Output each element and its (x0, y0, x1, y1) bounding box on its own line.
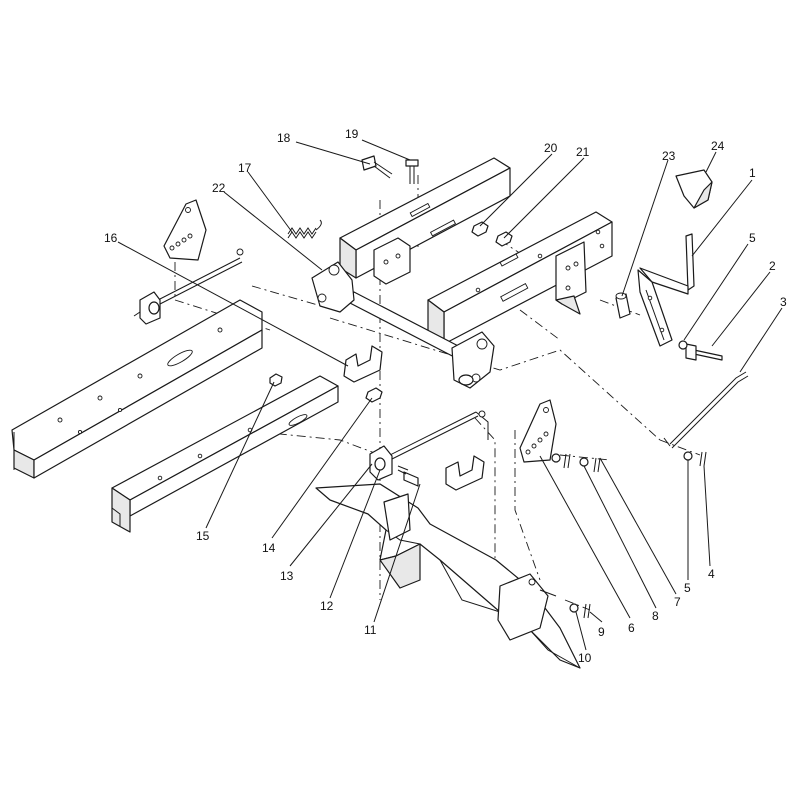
callout-6: 6 (628, 621, 635, 635)
callout-1: 1 (749, 166, 756, 180)
callout-17: 17 (238, 161, 252, 175)
callout-2: 2 (769, 259, 776, 273)
lever-bolt (678, 340, 723, 361)
carriage-bolt (405, 159, 419, 184)
nut-21 (495, 231, 513, 247)
callout-24: 24 (711, 139, 725, 153)
callout-11: 11 (364, 623, 377, 637)
right-bracket-plate (555, 241, 587, 315)
callout-8: 8 (652, 609, 659, 623)
callout-19: 19 (345, 127, 359, 141)
front-support-casting (315, 483, 581, 669)
callout-4: 4 (708, 567, 715, 581)
front-hardware (569, 603, 591, 619)
callout-10: 10 (578, 651, 592, 665)
callout-21: 21 (576, 145, 590, 159)
rod-end-hardware (683, 451, 707, 467)
callout-3: 3 (780, 295, 787, 309)
extension-spring (287, 219, 322, 239)
lift-cross-shaft (311, 261, 495, 389)
nut-14 (365, 387, 383, 403)
callout-20: 20 (544, 141, 558, 155)
upper-center-frame (339, 157, 511, 279)
left-lift-rod (133, 248, 244, 325)
front-lift-rod (379, 410, 489, 465)
lower-frame-rail (111, 375, 339, 533)
callout-13: 13 (280, 569, 294, 583)
leader-lines (117, 139, 783, 651)
left-adjust-plate (163, 199, 207, 261)
callout-22: 22 (212, 181, 226, 195)
height-lever (637, 233, 695, 347)
right-adjust-plate (519, 399, 557, 463)
lever-knob (675, 169, 713, 209)
callout-16: 16 (104, 231, 118, 245)
plate-hardware (551, 453, 601, 473)
clevis-pin (361, 155, 393, 179)
left-frame-rail (11, 299, 263, 479)
callout-5-lower: 5 (684, 581, 691, 595)
frame-mount-bracket (373, 237, 411, 285)
shaft-support-bracket (343, 345, 383, 383)
callout-5-upper: 5 (749, 231, 756, 245)
callout-labels: 1 2 3 4 5 5 6 7 8 9 10 11 12 13 14 15 16… (104, 127, 787, 665)
callout-7: 7 (674, 595, 681, 609)
callout-23: 23 (662, 149, 676, 163)
callout-15: 15 (196, 529, 210, 543)
callout-18: 18 (277, 131, 291, 145)
u-bracket (445, 455, 485, 491)
callout-9: 9 (598, 625, 605, 639)
link-rod (663, 371, 749, 449)
pivot-tube (615, 292, 631, 319)
callout-12: 12 (320, 599, 334, 613)
swivel-block (369, 445, 393, 481)
swivel-bolt (397, 465, 419, 487)
callout-14: 14 (262, 541, 276, 555)
nut-20 (471, 221, 489, 237)
nut-15 (269, 373, 283, 387)
